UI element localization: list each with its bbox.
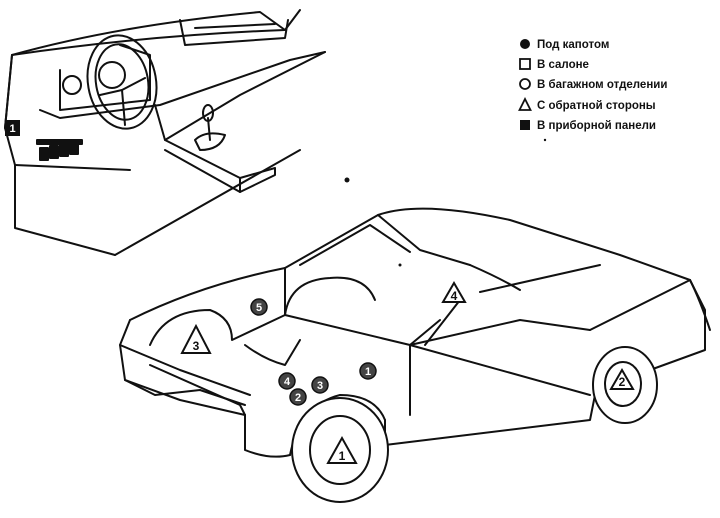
filled-square-icon	[520, 120, 530, 130]
marker-hood-5: 5	[250, 298, 268, 316]
legend-label-trunk: В багажном отделении	[537, 79, 667, 91]
svg-text:3: 3	[317, 380, 323, 392]
svg-text:4: 4	[284, 376, 291, 388]
marker-dash-1: 1	[5, 120, 20, 136]
svg-text:1: 1	[365, 366, 371, 378]
svg-text:5: 5	[256, 302, 262, 314]
svg-text:4: 4	[451, 289, 458, 303]
svg-text:2: 2	[295, 392, 301, 404]
legend-label-under-hood: Под капотом	[537, 39, 609, 51]
svg-text:2: 2	[619, 375, 626, 389]
svg-text:1: 1	[339, 449, 346, 463]
marker-hood-4: 4	[278, 372, 296, 390]
triangle-icon	[518, 96, 532, 111]
marker-triangle-3: 3	[180, 323, 212, 354]
square-icon	[519, 58, 531, 70]
legend-label-cabin: В салоне	[537, 59, 589, 71]
scan-specks	[344, 138, 547, 267]
marker-hood-3: 3	[311, 376, 329, 394]
legend-label-dashboard: В приборной панели	[537, 120, 656, 132]
legend: Под капотом В салоне В багажном отделени…	[518, 39, 667, 132]
marker-hood-1: 1	[359, 362, 377, 380]
legend-label-reverse-side: С обратной стороны	[537, 100, 656, 112]
marker-triangle-1: 1	[326, 435, 358, 464]
marker-hood-2: 2	[289, 388, 307, 406]
circle-icon	[519, 78, 531, 90]
marker-triangle-4: 4	[441, 281, 467, 303]
filled-circle-icon	[520, 39, 530, 49]
dashboard-illustration	[4, 9, 326, 256]
svg-text:1: 1	[9, 123, 15, 135]
car-illustration	[119, 207, 711, 503]
svg-text:3: 3	[193, 339, 200, 353]
marker-triangle-2: 2	[609, 368, 635, 390]
